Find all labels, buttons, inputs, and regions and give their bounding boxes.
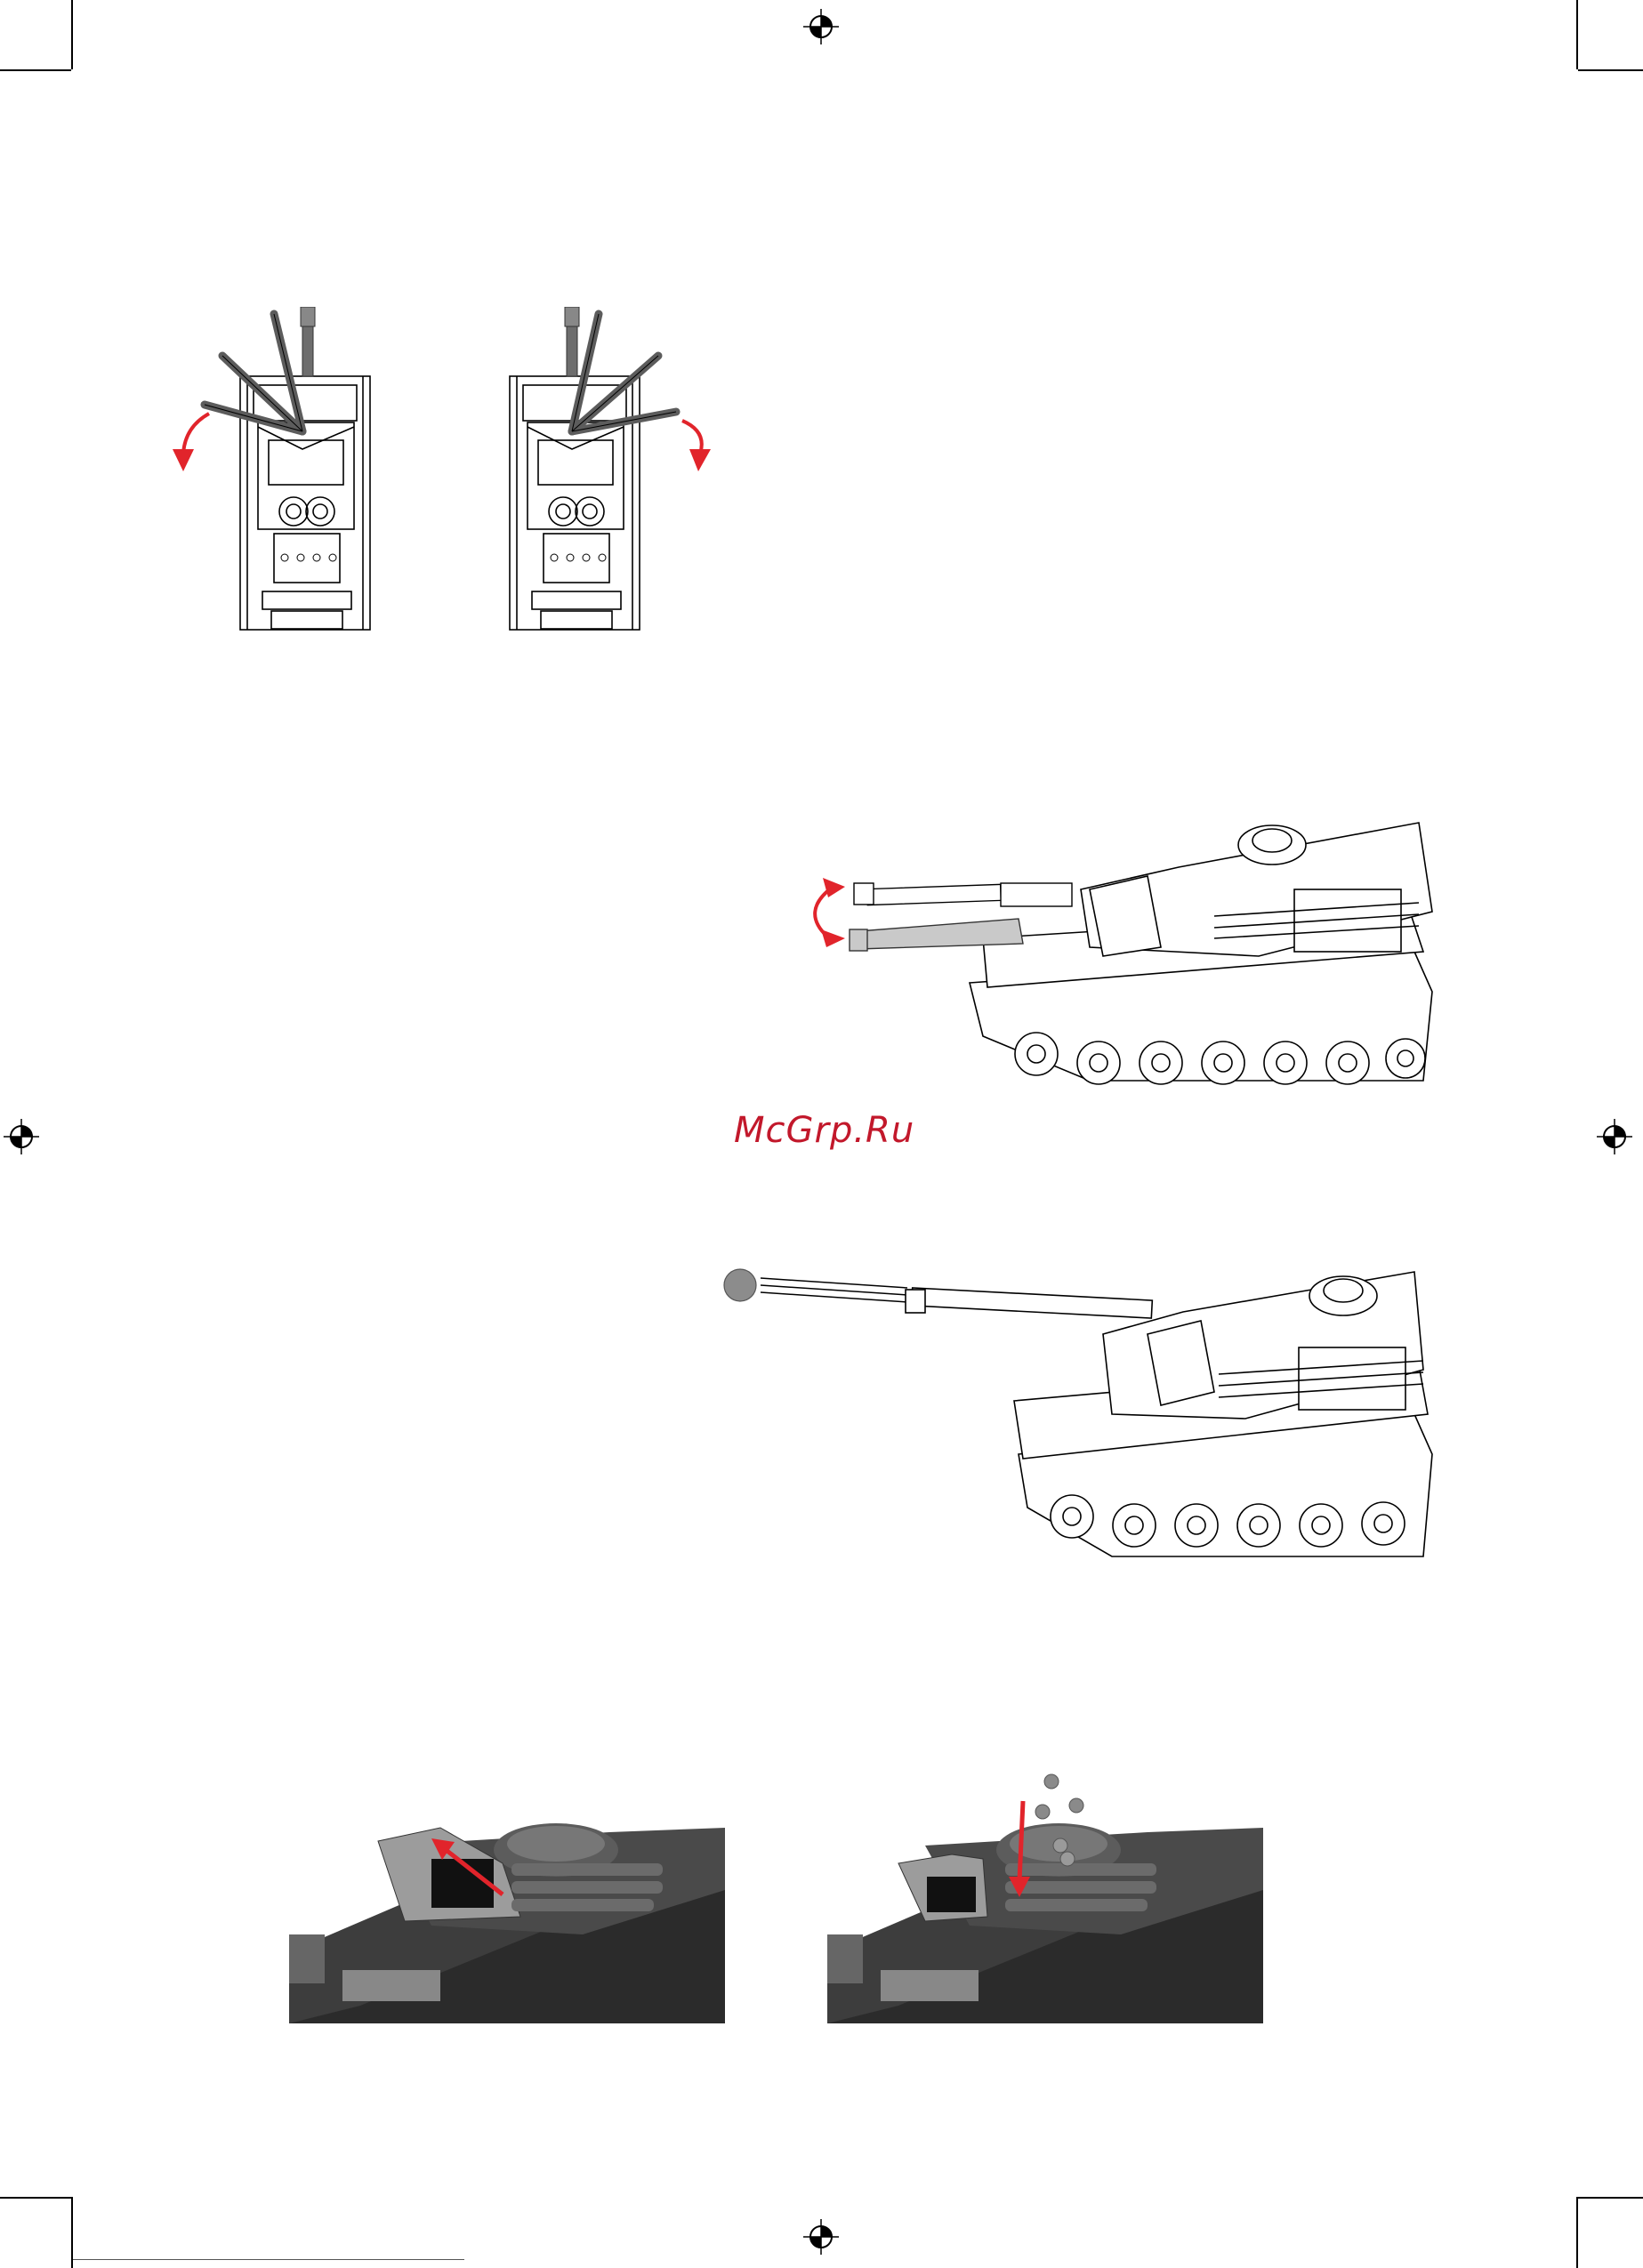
tank-side-view-firing-icon [721, 1259, 1441, 1561]
crop-mark-top-left-h [0, 69, 71, 71]
watermark-text: McGrp.Ru [734, 1110, 914, 1151]
crop-mark-bottom-left-h [0, 2197, 71, 2199]
crop-mark-bottom-left-v [71, 2197, 73, 2268]
registration-mark-right-icon [1597, 1119, 1632, 1154]
crop-mark-top-right-v [1576, 0, 1578, 69]
bottom-rule [73, 2259, 464, 2260]
registration-mark-top-icon [803, 9, 839, 44]
tank-side-view-barrel-elevation-icon [796, 805, 1441, 1090]
tank-top-view-turret-left-icon [169, 307, 383, 640]
crop-mark-top-left-v [71, 0, 73, 69]
crop-mark-bottom-right-v [1576, 2197, 1578, 2268]
registration-mark-bottom-icon [803, 2219, 839, 2255]
crop-mark-bottom-right-h [1578, 2197, 1643, 2199]
crop-mark-top-right-h [1578, 69, 1643, 71]
turret-hatch-open-icon [289, 1792, 725, 2023]
registration-mark-left-icon [4, 1119, 39, 1154]
turret-hatch-load-bbs-icon [827, 1765, 1263, 2023]
tank-top-view-turret-right-icon [494, 307, 721, 640]
